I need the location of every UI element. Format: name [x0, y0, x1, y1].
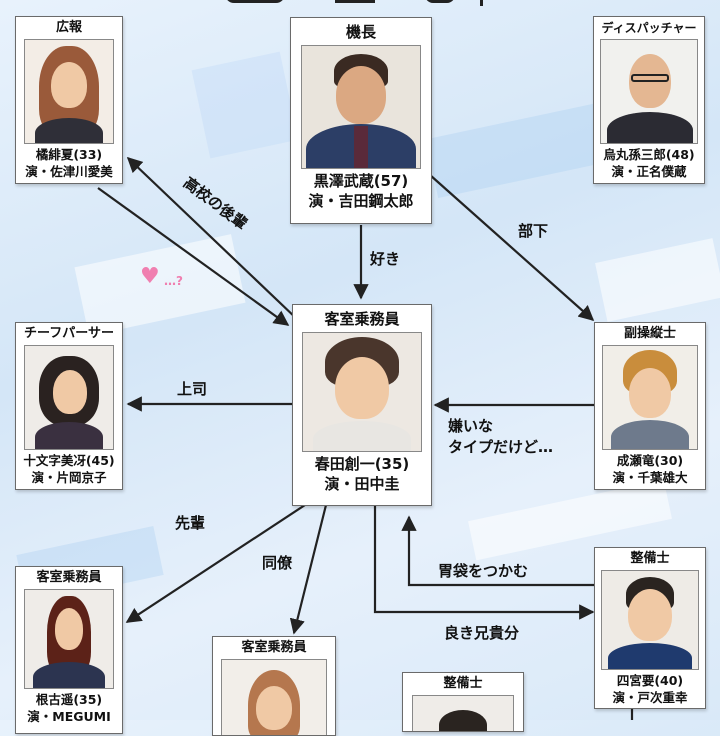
- label-senpai: 先輩: [175, 514, 206, 532]
- character-name: 烏丸孫三郎(48): [603, 147, 695, 162]
- actor-name: 演・千葉雄大: [612, 470, 688, 485]
- label-joushi: 上司: [177, 380, 208, 398]
- arrow-senpai: [125, 504, 306, 623]
- portrait-shinomiya: [601, 570, 699, 670]
- card-haruta: 客室乗務員 春田創一(35) 演・田中圭: [292, 304, 432, 506]
- arrow-aniki: [373, 506, 595, 620]
- title-fragment: [225, 0, 495, 8]
- role-label: 整備士: [443, 676, 483, 691]
- relation-arrows: [97, 156, 634, 720]
- character-name: 成瀬竜(30): [616, 453, 684, 468]
- card-copilot: 副操縦士 成瀬竜(30) 演・千葉雄大: [594, 322, 706, 490]
- arrow-kouhai: [126, 156, 299, 321]
- portrait-kouhou: [24, 39, 114, 144]
- actor-name: 演・MEGUMI: [27, 709, 111, 724]
- label-kirai-2: タイプだけど…: [448, 438, 554, 456]
- portrait-kichou: [301, 45, 421, 169]
- heart-icon: ♥: [140, 264, 160, 289]
- arrow-ibukuro: [401, 515, 594, 587]
- portrait-negoshi: [24, 589, 114, 689]
- card-shinomiya: 整備士 四宮要(40) 演・戸次重幸: [594, 547, 706, 709]
- label-ibukuro: 胃袋をつかむ: [438, 562, 529, 580]
- role-label: 整備士: [630, 551, 670, 566]
- actor-name: 演・佐津川愛美: [25, 164, 113, 179]
- role-label: チーフパーサー: [24, 326, 114, 341]
- character-name: 根古遥(35): [35, 692, 103, 707]
- actor-name: 演・戸次重幸: [612, 690, 688, 705]
- portrait-chief-purser: [24, 345, 114, 450]
- actor-name: 演・吉田鋼太郎: [308, 192, 414, 210]
- card-kouhou: 広報 橘緋夏(33) 演・佐津川愛美: [15, 16, 123, 184]
- arrow-douryou: [289, 504, 328, 635]
- card-dispatcher: ディスパッチャー 烏丸孫三郎(48) 演・正名僕蔵: [593, 16, 705, 184]
- role-label: 客室乗務員: [241, 640, 307, 655]
- card-cabin-crew-2: 客室乗務員: [212, 636, 336, 736]
- label-suki: 好き: [370, 250, 401, 268]
- portrait-mechanic-2: [412, 695, 514, 731]
- arrow-kouhou-haruta: [97, 187, 290, 326]
- role-label: 客室乗務員: [36, 570, 102, 585]
- character-name: 四宮要(40): [616, 673, 684, 688]
- portrait-copilot: [602, 345, 698, 450]
- card-mechanic-2: 整備士: [402, 672, 524, 732]
- label-kirai: 嫌いな: [448, 417, 494, 435]
- card-chief-purser: チーフパーサー 十文字美冴(45) 演・片岡京子: [15, 322, 123, 490]
- card-negoshi: 客室乗務員 根古遥(35) 演・MEGUMI: [15, 566, 123, 734]
- character-name: 春田創一(35): [314, 455, 410, 473]
- role-label: 客室乗務員: [324, 310, 400, 328]
- role-label: 広報: [55, 20, 82, 35]
- role-label: ディスパッチャー: [601, 21, 697, 35]
- actor-name: 演・田中圭: [324, 475, 400, 493]
- portrait-dispatcher: [600, 39, 698, 144]
- character-name: 十文字美冴(45): [23, 453, 115, 468]
- card-kichou: 機長 黒澤武蔵(57) 演・吉田鋼太郎: [290, 17, 432, 224]
- arrow-buka: [429, 174, 595, 322]
- actor-name: 演・片岡京子: [31, 470, 107, 485]
- role-label: 機長: [345, 23, 376, 41]
- character-name: 橘緋夏(33): [35, 147, 103, 162]
- portrait-cabin-crew-2: [221, 659, 327, 735]
- heart-question-label: …?: [164, 274, 183, 288]
- label-buka: 部下: [518, 222, 549, 240]
- character-name: 黒澤武蔵(57): [313, 172, 409, 190]
- actor-name: 演・正名僕蔵: [611, 164, 687, 179]
- role-label: 副操縦士: [623, 326, 676, 341]
- label-aniki: 良き兄貴分: [444, 624, 520, 642]
- portrait-haruta: [302, 332, 422, 452]
- label-douryou: 同僚: [262, 554, 293, 572]
